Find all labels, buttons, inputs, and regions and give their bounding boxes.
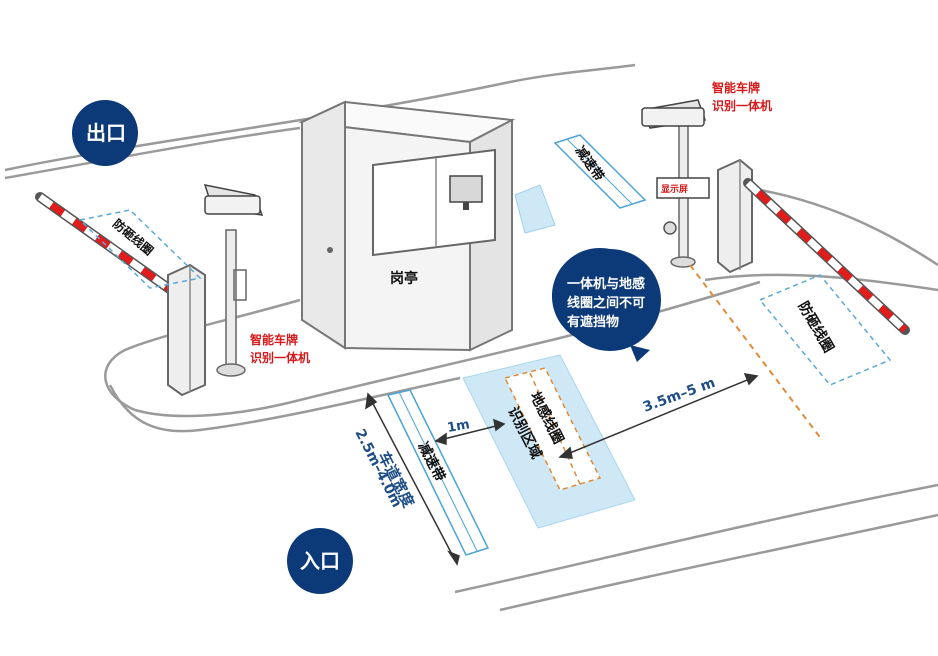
entrance-badge: 入口: [287, 528, 353, 594]
guard-booth: 岗亭: [302, 102, 512, 350]
island-curb: [760, 190, 938, 265]
exit-camera-label-1: 智能车牌: [711, 80, 760, 95]
monitor-icon: [450, 176, 482, 202]
anti-smash-right-label: 防砸线圈: [795, 299, 838, 356]
dist-range-label: 3.5m–5 m: [641, 375, 718, 416]
road-bottom-edge-2: [500, 515, 938, 610]
exit-badge: 出口: [72, 100, 138, 166]
camera-line: [690, 265, 822, 440]
entrance-camera-label-2: 识别一体机: [250, 350, 310, 365]
entrance-camera: [205, 185, 262, 376]
road-curb-top: [5, 128, 300, 178]
note-line-2: 线圈之间不可: [567, 295, 645, 311]
speed-bump-top: 减速带: [515, 135, 645, 233]
exit-camera-label-2: 识别一体机: [712, 98, 772, 113]
recognition-zone: 地感线圈 识别区域: [463, 355, 635, 528]
exit-camera: [642, 100, 709, 267]
note-line-1: 一体机与地感: [567, 276, 645, 292]
display-label: 显示屏: [661, 184, 688, 195]
note-line-3: 有遮挡物: [567, 314, 619, 330]
exit-label: 出口: [86, 121, 126, 145]
booth-label: 岗亭: [390, 270, 418, 287]
note-bubble: 一体机与地感 线圈之间不可 有遮挡物: [552, 248, 661, 362]
entrance-label: 入口: [300, 549, 340, 573]
entrance-camera-label-1: 智能车牌: [249, 332, 298, 347]
